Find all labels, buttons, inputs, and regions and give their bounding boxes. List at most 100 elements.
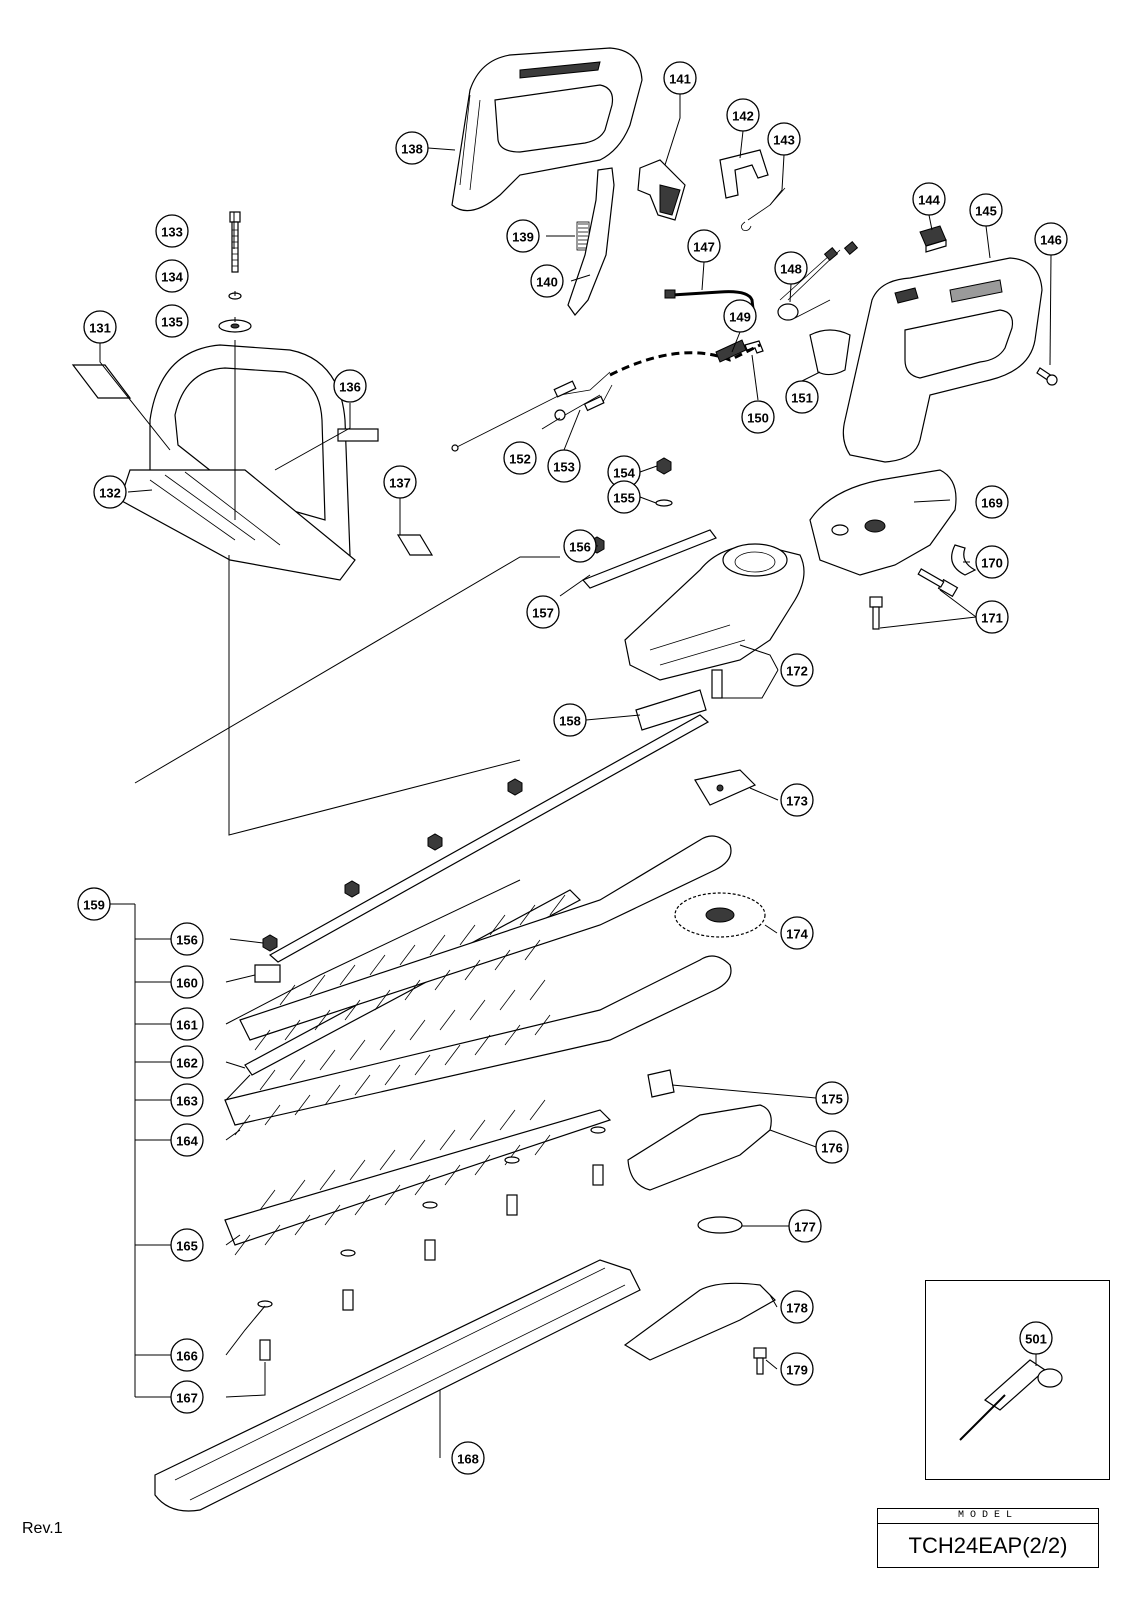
callout-number: 165 — [176, 1239, 198, 1254]
callout-circle — [530, 264, 564, 298]
callout-circle — [1034, 222, 1068, 256]
callout-circle — [170, 922, 204, 956]
callout-number: 169 — [981, 496, 1003, 511]
revision-label: Rev.1 — [22, 1520, 63, 1537]
bolts-171 — [869, 568, 959, 630]
callout-circle — [170, 1083, 204, 1117]
callout-number: 135 — [161, 315, 183, 330]
callout-number: 172 — [786, 664, 808, 679]
callout-number: 134 — [161, 270, 183, 285]
callout-152: 152 — [503, 441, 537, 475]
callout-139: 139 — [506, 219, 540, 253]
gear-case — [624, 543, 805, 681]
callout-167: 167 — [170, 1380, 204, 1414]
callout-number: 166 — [176, 1349, 198, 1364]
callout-number: 171 — [981, 611, 1003, 626]
callout-168: 168 — [451, 1441, 485, 1475]
callout-162: 162 — [170, 1045, 204, 1079]
callout-number: 139 — [512, 230, 534, 245]
part-drawings — [71, 47, 1063, 1512]
rear-handle-housing-138 — [451, 47, 643, 212]
callout-circle — [93, 475, 127, 509]
callout-143: 143 — [767, 122, 801, 156]
callout-circle — [451, 1441, 485, 1475]
callout-number: 177 — [794, 1220, 816, 1235]
callout-149: 149 — [723, 299, 757, 333]
callout-number: 501 — [1025, 1332, 1047, 1347]
callout-number: 178 — [786, 1301, 808, 1316]
callout-132: 132 — [93, 475, 127, 509]
gasket-176 — [627, 1104, 772, 1191]
guide-158 — [635, 689, 707, 731]
callout-137: 137 — [383, 465, 417, 499]
accessory-box — [925, 1280, 1110, 1480]
callout-circle — [687, 229, 721, 263]
box-wrench-501 — [959, 1359, 1063, 1441]
callout-circle — [663, 61, 697, 95]
blade-162 — [239, 835, 732, 1051]
pin-172 — [711, 669, 723, 699]
callout-174: 174 — [780, 916, 814, 950]
callout-166: 166 — [170, 1338, 204, 1372]
callout-153: 153 — [547, 449, 581, 483]
callout-number: 160 — [176, 976, 198, 991]
callout-circle — [975, 600, 1009, 634]
callout-165: 165 — [170, 1228, 204, 1262]
callout-circle — [815, 1081, 849, 1115]
callout-circle — [83, 310, 117, 344]
callout-layer: 1311321331341351361371381391401411421431… — [77, 61, 1068, 1475]
callout-circle — [170, 1228, 204, 1262]
callout-number: 151 — [791, 391, 813, 406]
callout-circle — [526, 595, 560, 629]
callout-circle — [563, 529, 597, 563]
callout-circle — [780, 1290, 814, 1324]
label-137 — [396, 534, 434, 556]
callout-number: 140 — [536, 275, 558, 290]
rail-upper — [268, 714, 710, 963]
callout-176: 176 — [815, 1130, 849, 1164]
callout-169: 169 — [975, 485, 1009, 519]
callout-number: 170 — [981, 556, 1003, 571]
screw-179 — [753, 1347, 767, 1375]
trigger-141 — [637, 159, 686, 221]
callout-circle — [726, 98, 760, 132]
callout-172: 172 — [780, 653, 814, 687]
callout-circle — [780, 1352, 814, 1386]
callout-156b: 156 — [170, 922, 204, 956]
leader-lines — [99, 94, 1052, 1458]
callout-148: 148 — [774, 251, 808, 285]
callout-155: 155 — [607, 480, 641, 514]
callout-circle — [780, 916, 814, 950]
callout-number: 142 — [732, 109, 754, 124]
callout-number: 132 — [99, 486, 121, 501]
callout-circle — [170, 965, 204, 999]
callout-number: 162 — [176, 1056, 198, 1071]
callout-140: 140 — [530, 264, 564, 298]
callout-151: 151 — [785, 380, 819, 414]
callout-number: 152 — [509, 452, 531, 467]
callout-circle — [785, 380, 819, 414]
callout-158: 158 — [553, 703, 587, 737]
bolt-133 — [229, 211, 241, 273]
plate-173 — [694, 769, 757, 806]
blade-164 — [224, 955, 732, 1136]
callout-number: 149 — [729, 310, 751, 325]
callout-163: 163 — [170, 1083, 204, 1117]
callout-number: 175 — [821, 1092, 843, 1107]
callout-circle — [547, 449, 581, 483]
callout-number: 167 — [176, 1391, 198, 1406]
callout-178: 178 — [780, 1290, 814, 1324]
callout-circle — [77, 887, 111, 921]
gear-cover-169 — [809, 469, 957, 576]
washer-155 — [655, 499, 673, 507]
callout-circle — [780, 653, 814, 687]
callout-142: 142 — [726, 98, 760, 132]
callout-number: 156 — [569, 540, 591, 555]
callout-circle — [333, 369, 367, 403]
screw-146 — [1036, 367, 1058, 386]
callout-circle — [774, 251, 808, 285]
callout-number: 168 — [457, 1452, 479, 1467]
callout-circle — [975, 545, 1009, 579]
blade-165 — [224, 1099, 612, 1256]
callout-number: 148 — [780, 262, 802, 277]
